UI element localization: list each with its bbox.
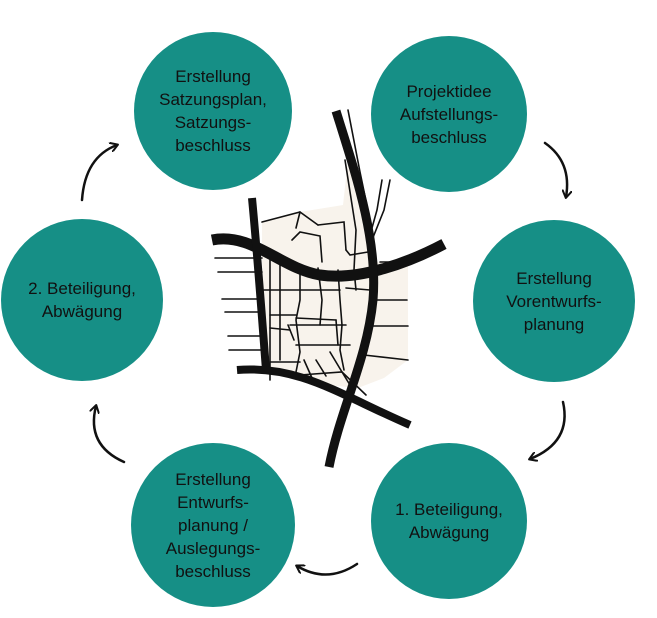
step-label: Projektidee Aufstellungs- beschluss	[399, 81, 499, 147]
minor-streets	[214, 109, 409, 396]
step-circle-erste-beteiligung: 1. Beteiligung, Abwägung	[371, 443, 527, 599]
step-label: Erstellung Vorentwurfs- planung	[506, 268, 602, 334]
step-label: 2. Beteiligung, Abwägung	[28, 279, 136, 321]
step-circle-zweite-beteiligung: 2. Beteiligung, Abwägung	[1, 219, 163, 381]
step-label: Erstellung Entwurfs- planung / Auslegung…	[165, 469, 261, 581]
step-circle-vorentwurfsplanung: Erstellung Vorentwurfs- planung	[473, 220, 635, 382]
curved-arrow-icon	[94, 406, 126, 464]
step-label: Erstellung Satzungsplan, Satzungs- besch…	[159, 67, 267, 155]
curved-arrow-icon	[80, 145, 117, 202]
step-label: 1. Beteiligung, Abwägung	[395, 500, 503, 542]
curved-arrow-icon	[543, 141, 567, 197]
step-circle-satzungsplan: Erstellung Satzungsplan, Satzungs- besch…	[134, 32, 292, 190]
main-roads	[210, 109, 447, 468]
curved-arrow-icon	[530, 400, 566, 459]
step-circle-projektidee: Projektidee Aufstellungs- beschluss	[371, 36, 527, 192]
step-circle-entwurfsplanung: Erstellung Entwurfs- planung / Auslegung…	[131, 443, 295, 607]
curved-arrow-icon	[297, 562, 359, 576]
